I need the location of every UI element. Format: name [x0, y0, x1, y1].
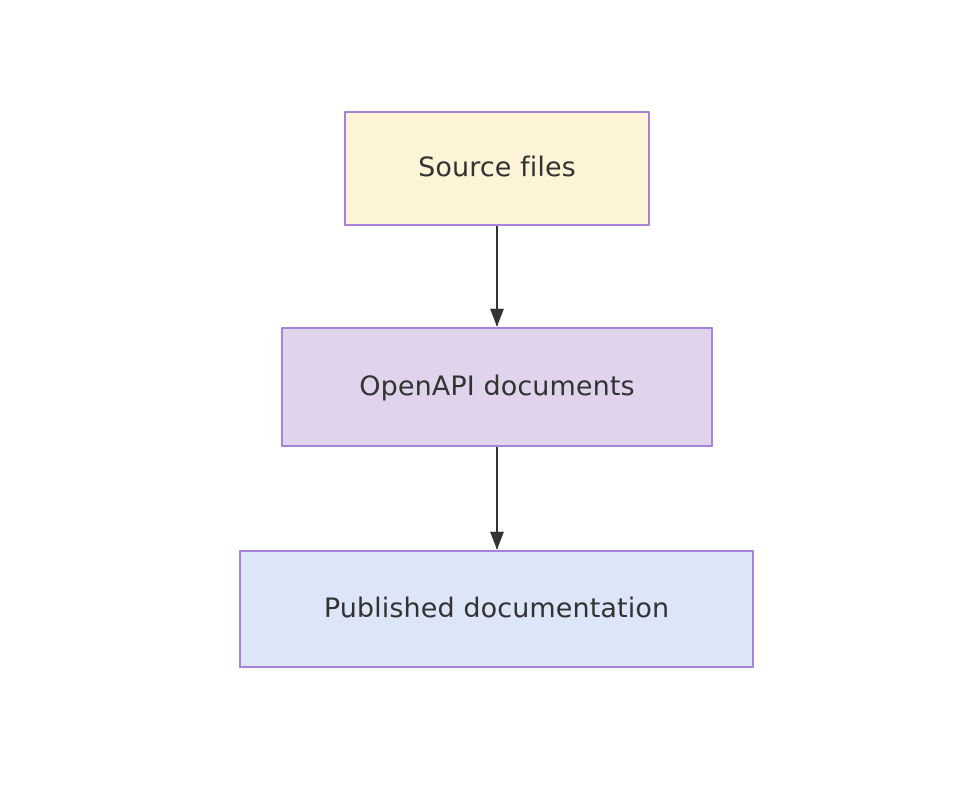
node-openapi-documents[interactable]: OpenAPI documents — [281, 327, 713, 447]
node-source-files[interactable]: Source files — [344, 111, 650, 226]
node-published-documentation-label: Published documentation — [323, 592, 670, 624]
node-source-files-label: Source files — [418, 152, 576, 184]
node-published-documentation[interactable]: Published documentation — [239, 550, 754, 668]
node-openapi-documents-label: OpenAPI documents — [359, 370, 635, 402]
